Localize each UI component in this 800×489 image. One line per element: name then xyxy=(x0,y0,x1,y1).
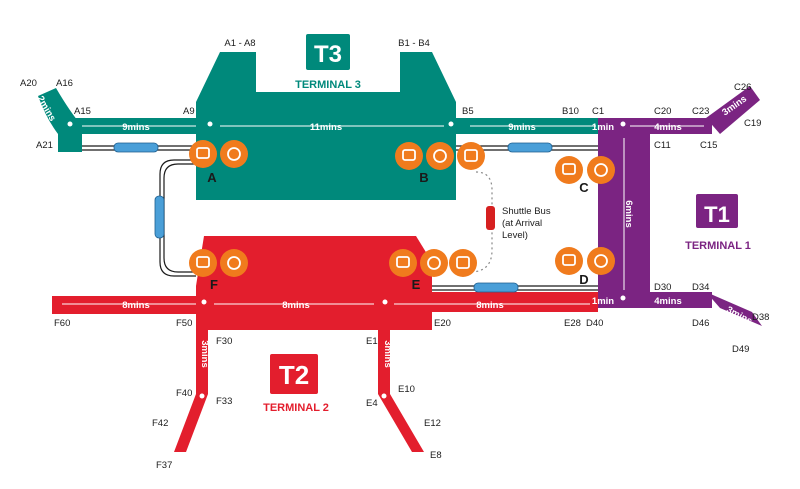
gate-a9: A9 xyxy=(183,106,195,117)
shuttle-bus-icon xyxy=(486,206,495,230)
walk-t3-east: 9mins xyxy=(508,122,535,133)
shuttle-label-1: Shuttle Bus xyxy=(502,206,551,217)
walk-t2-west: 8mins xyxy=(122,300,149,311)
walk-c-arm: 4mins xyxy=(654,122,681,133)
station-e: E xyxy=(412,277,421,292)
gate-f42: F42 xyxy=(152,418,168,429)
gate-c1: C1 xyxy=(592,106,604,117)
gate-f40: F40 xyxy=(176,388,192,399)
walkway-arrows xyxy=(62,125,704,305)
gate-a20: A20 xyxy=(20,78,37,89)
station-icons xyxy=(189,140,615,277)
walk-t2-east: 8mins xyxy=(476,300,503,311)
gate-d40: D40 xyxy=(586,318,603,329)
gate-d46: D46 xyxy=(692,318,709,329)
gate-f30: F30 xyxy=(216,336,232,347)
gate-a15: A15 xyxy=(74,106,91,117)
gate-c20: C20 xyxy=(654,106,671,117)
walk-e-arm: 3mins xyxy=(382,340,393,367)
gate-c15: C15 xyxy=(700,140,717,151)
gate-a21: A21 xyxy=(36,140,53,151)
gate-f60: F60 xyxy=(54,318,70,329)
t2-name: TERMINAL 2 xyxy=(263,402,329,414)
gate-a16: A16 xyxy=(56,78,73,89)
station-f: F xyxy=(210,277,218,292)
station-d: D xyxy=(579,272,588,287)
gate-c23: C23 xyxy=(692,106,709,117)
gate-d38: D38 xyxy=(752,312,769,323)
terminal-2 xyxy=(52,236,598,452)
station-b: B xyxy=(419,170,428,185)
gate-d30: D30 xyxy=(654,282,671,293)
walk-f-arm: 3mins xyxy=(199,340,210,367)
shuttle-label-2: (at Arrival xyxy=(502,218,542,229)
station-icon-glyphs xyxy=(196,147,608,270)
shuttle-bus-route xyxy=(469,171,493,273)
gate-e28: E28 xyxy=(564,318,581,329)
gate-e10: E10 xyxy=(398,384,415,395)
gate-d34: D34 xyxy=(692,282,709,293)
station-a: A xyxy=(207,170,217,185)
gate-e8: E8 xyxy=(430,450,442,461)
gate-c11: C11 xyxy=(654,140,671,151)
gate-c26: C26 xyxy=(734,82,751,93)
t1-name: TERMINAL 1 xyxy=(685,240,751,252)
gate-d49: D49 xyxy=(732,344,749,355)
shuttle-label-3: Level) xyxy=(502,230,528,241)
t3-name: TERMINAL 3 xyxy=(295,79,361,91)
t3-badge: T3 xyxy=(314,41,342,68)
t2-badge: T2 xyxy=(279,360,309,390)
walk-c1-link: 1min xyxy=(592,122,614,133)
walk-d-arm: 4mins xyxy=(654,296,681,307)
gate-c19: C19 xyxy=(744,118,761,129)
gate-e20: E20 xyxy=(434,318,451,329)
walk-d-link: 1min xyxy=(592,296,614,307)
gate-e1: E1 xyxy=(366,336,378,347)
station-c: C xyxy=(579,180,589,195)
skytrain-vehicles xyxy=(113,142,553,293)
walk-t2-mid: 8mins xyxy=(282,300,309,311)
gate-a1-a8: A1 - A8 xyxy=(224,38,255,49)
walker-icons xyxy=(67,121,626,399)
walk-t1-vertical: 6mins xyxy=(623,200,634,227)
gate-b1-b4: B1 - B4 xyxy=(398,38,430,49)
gate-f37: F37 xyxy=(156,460,172,471)
walk-t3-mid: 11mins xyxy=(310,122,342,133)
gate-f33: F33 xyxy=(216,396,232,407)
gate-b5: B5 xyxy=(462,106,474,117)
walk-t3-west: 9mins xyxy=(122,122,149,133)
gate-b10: B10 xyxy=(562,106,579,117)
gate-e12: E12 xyxy=(424,418,441,429)
t1-badge: T1 xyxy=(704,202,730,227)
gate-f50: F50 xyxy=(176,318,192,329)
gate-e4: E4 xyxy=(366,398,378,409)
